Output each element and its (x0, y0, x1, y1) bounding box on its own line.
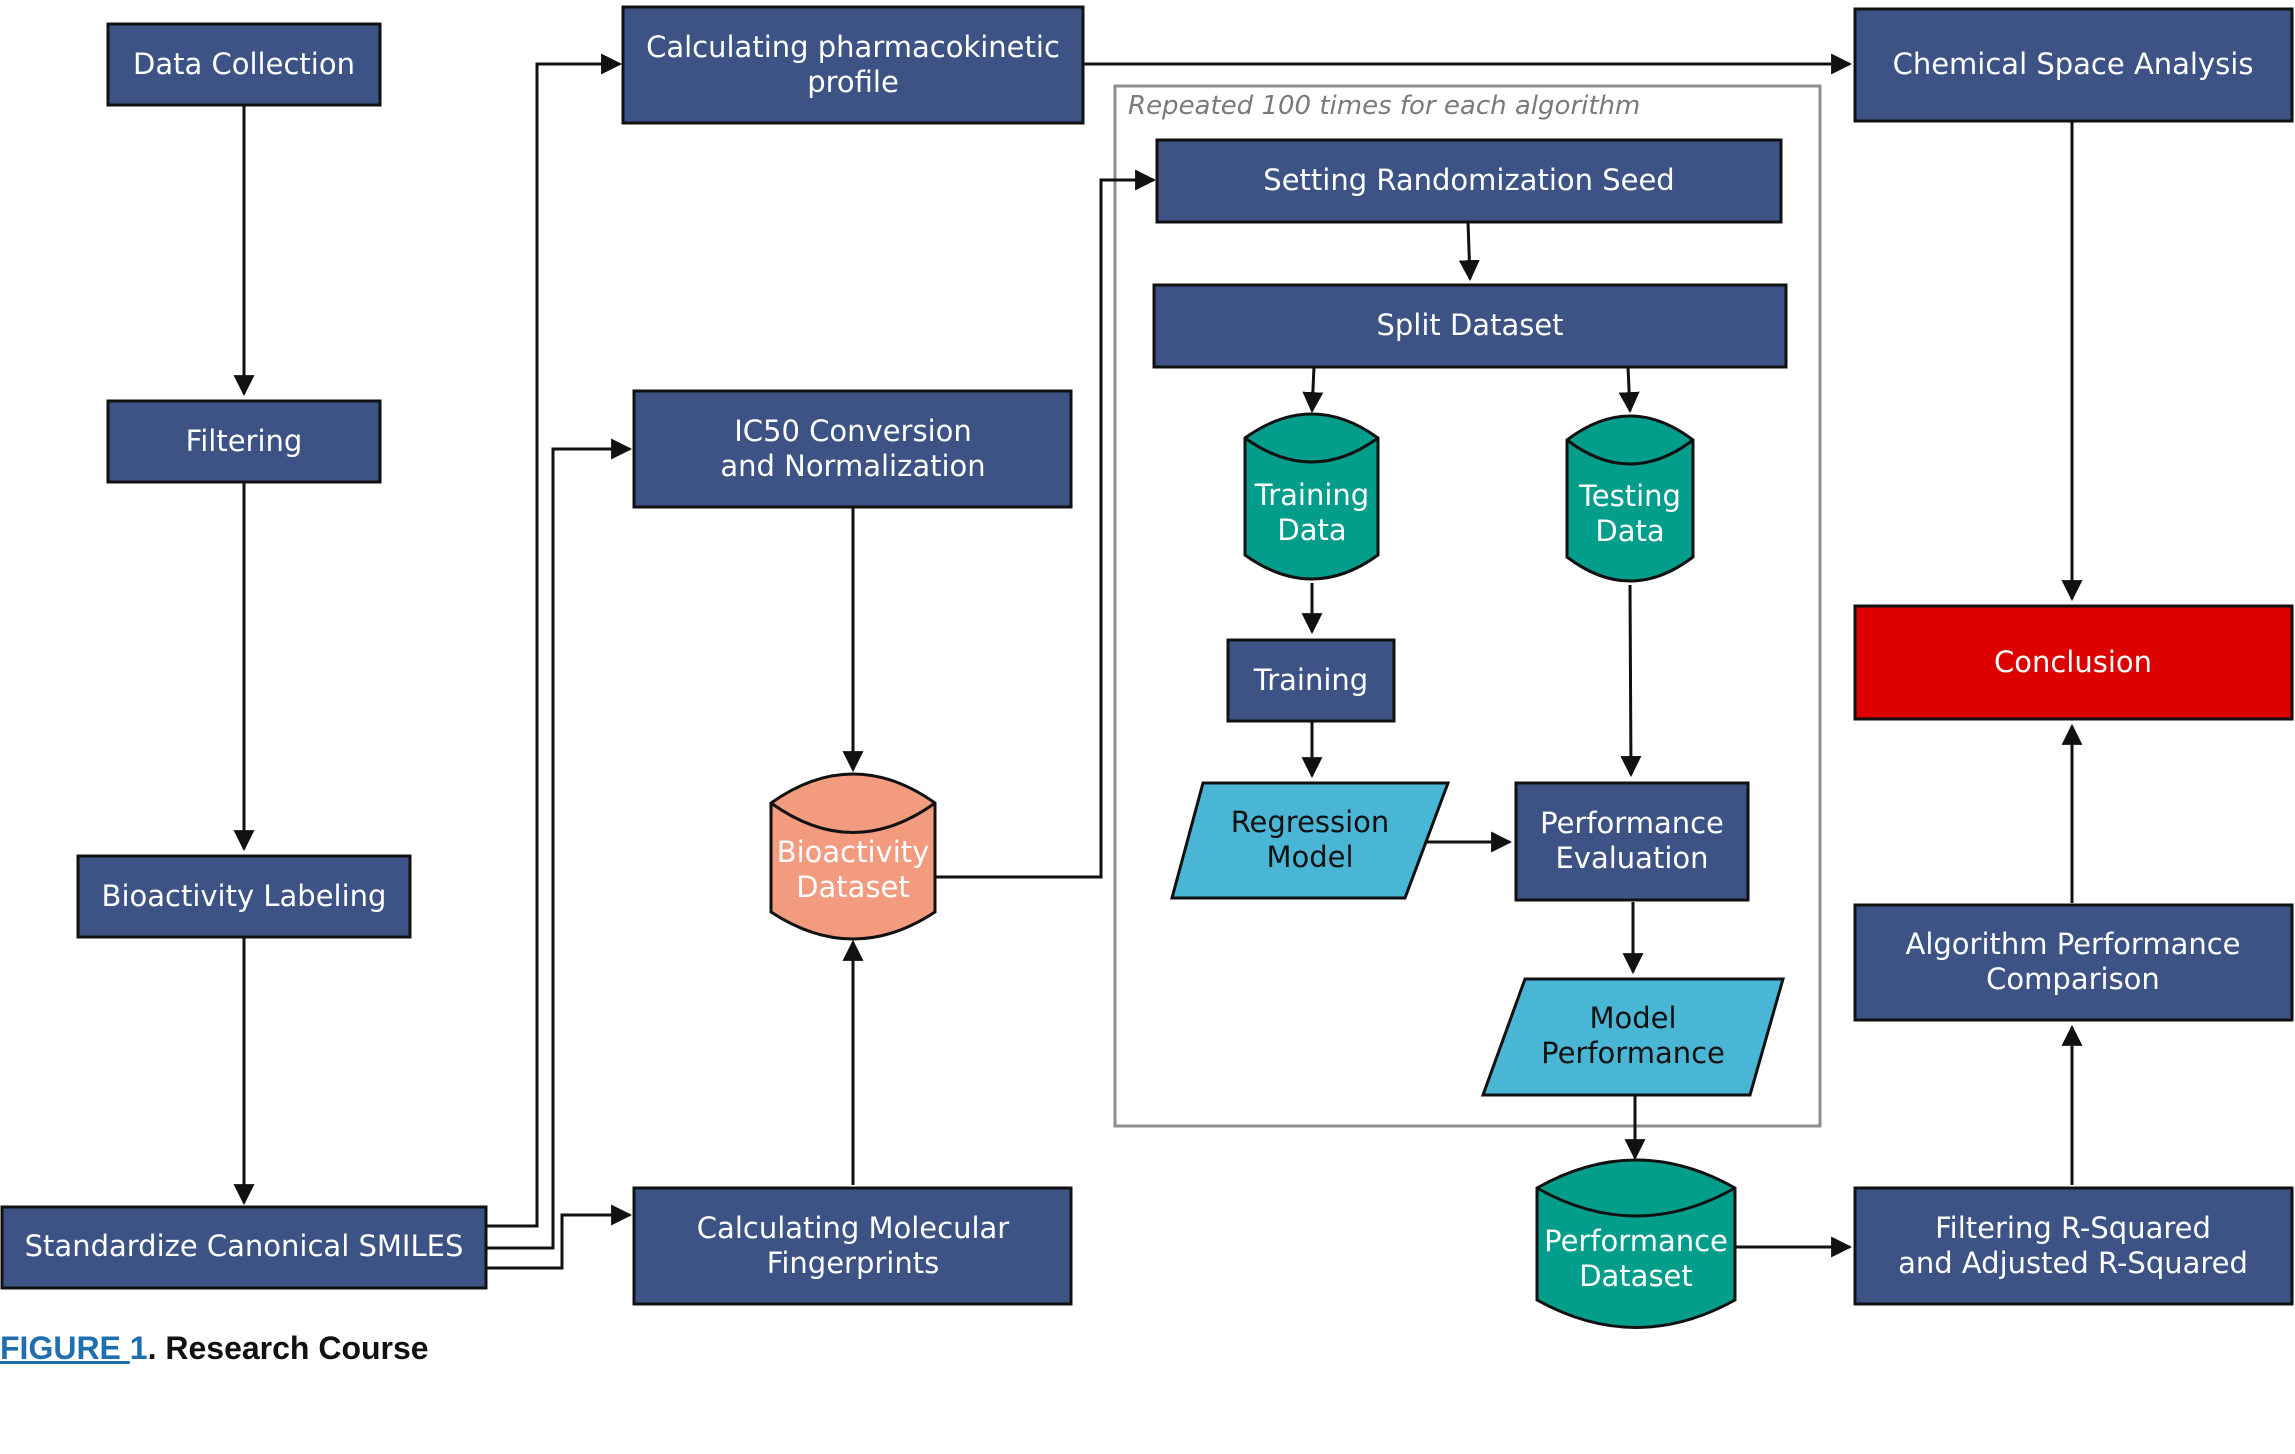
node-testing-data: Testing Data (1565, 414, 1695, 583)
edge-split-to-training-data (1302, 366, 1324, 414)
edge-smiles-to-pk (486, 53, 623, 1228)
edge-split-to-testing-data (1618, 366, 1640, 414)
figure-caption: FIGURE 1. Research Course (0, 1330, 429, 1367)
node-conclusion: Conclusion (1853, 604, 2294, 721)
svg-text:and Normalization: and Normalization (720, 449, 985, 483)
node-training: Training (1226, 638, 1396, 723)
svg-text:Regression: Regression (1231, 805, 1390, 839)
node-algorithm-comparison: Algorithm Performance Comparison (1853, 903, 2294, 1022)
svg-text:Split Dataset: Split Dataset (1376, 308, 1563, 342)
svg-text:Fingerprints: Fingerprints (767, 1246, 939, 1280)
svg-text:Standardize Canonical SMILES: Standardize Canonical SMILES (25, 1229, 464, 1263)
svg-text:Testing: Testing (1578, 479, 1681, 513)
svg-text:Dataset: Dataset (796, 870, 910, 904)
svg-text:and Adjusted R-Squared: and Adjusted R-Squared (1898, 1246, 2248, 1280)
svg-text:Performance: Performance (1540, 806, 1724, 840)
svg-text:Chemical Space Analysis: Chemical Space Analysis (1893, 47, 2254, 81)
svg-text:Data: Data (1277, 513, 1346, 547)
edge-bioactivity-to-seed (935, 169, 1157, 879)
svg-text:profile: profile (807, 65, 899, 99)
svg-text:Evaluation: Evaluation (1555, 841, 1708, 875)
svg-text:Model: Model (1589, 1001, 1676, 1035)
node-chemical-space: Chemical Space Analysis (1853, 7, 2294, 123)
edge-smiles-to-ic50 (486, 438, 633, 1250)
node-standardize-smiles: Standardize Canonical SMILES (0, 1205, 488, 1290)
node-bioactivity-dataset: Bioactivity Dataset (769, 772, 937, 941)
node-training-data: Training Data (1243, 412, 1380, 581)
svg-text:Conclusion: Conclusion (1994, 645, 2152, 679)
svg-text:Calculating pharmacokinetic: Calculating pharmacokinetic (646, 30, 1060, 64)
figure-title: . Research Course (147, 1330, 429, 1366)
edges (233, 53, 2083, 1270)
node-regression-model: Regression Model (1170, 781, 1451, 900)
node-filtering-r2: Filtering R-Squared and Adjusted R-Squar… (1853, 1186, 2294, 1306)
svg-text:Filtering R-Squared: Filtering R-Squared (1935, 1211, 2211, 1245)
edge-seed-to-split (1458, 221, 1480, 282)
node-seed: Setting Randomization Seed (1155, 138, 1783, 224)
node-performance-evaluation: Performance Evaluation (1514, 781, 1750, 902)
node-data-collection: Data Collection (106, 22, 382, 107)
svg-text:Filtering: Filtering (186, 424, 303, 458)
svg-text:Bioactivity Labeling: Bioactivity Labeling (102, 879, 387, 913)
svg-text:Algorithm Performance: Algorithm Performance (1905, 927, 2240, 961)
node-bioactivity-labeling: Bioactivity Labeling (76, 854, 412, 939)
svg-text:Dataset: Dataset (1579, 1259, 1693, 1293)
edge-smiles-to-fingerprints (486, 1204, 633, 1270)
svg-text:Bioactivity: Bioactivity (777, 835, 930, 869)
svg-text:Performance: Performance (1544, 1224, 1728, 1258)
svg-text:Data Collection: Data Collection (133, 47, 355, 81)
svg-text:Calculating Molecular: Calculating Molecular (697, 1211, 1009, 1245)
svg-text:Comparison: Comparison (1986, 962, 2160, 996)
figure-link[interactable]: FIGURE (0, 1330, 130, 1366)
figure-number[interactable]: 1 (129, 1330, 148, 1366)
edge-testing-data-to-evaluation (1620, 584, 1642, 778)
svg-text:Model: Model (1266, 840, 1353, 874)
node-split: Split Dataset (1152, 283, 1788, 369)
svg-text:Performance: Performance (1541, 1036, 1725, 1070)
node-model-performance: Model Performance (1480, 977, 1785, 1097)
node-ic50: IC50 Conversion and Normalization (632, 389, 1073, 509)
repeat-group-box (1113, 84, 1822, 1128)
node-fingerprints: Calculating Molecular Fingerprints (632, 1186, 1073, 1306)
svg-text:Training: Training (1254, 478, 1369, 512)
figure-label: FIGURE (0, 1330, 130, 1366)
node-performance-dataset: Performance Dataset (1535, 1158, 1737, 1329)
svg-text:Setting Randomization Seed: Setting Randomization Seed (1263, 163, 1674, 197)
svg-text:IC50 Conversion: IC50 Conversion (734, 414, 972, 448)
node-filtering: Filtering (106, 399, 382, 484)
node-pk-profile: Calculating pharmacokinetic profile (621, 5, 1085, 125)
svg-text:Training: Training (1253, 663, 1368, 697)
repeat-group-label: Repeated 100 times for each algorithm (1128, 91, 1640, 121)
svg-text:Data: Data (1595, 514, 1664, 548)
